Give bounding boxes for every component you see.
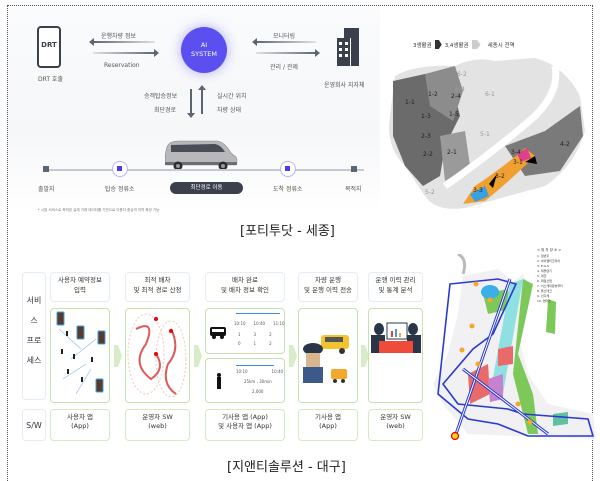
- dropoff-stop-label: 도착 정류소: [273, 186, 303, 193]
- arrow-right-icon: [256, 49, 320, 57]
- driver-vehicle-illustration-icon: [303, 335, 349, 383]
- svg-text:2-4: 2-4: [451, 93, 461, 100]
- svg-text:3-4: 3-4: [511, 149, 521, 156]
- step-1-title: 사용자 예약정보 입력: [50, 272, 110, 302]
- person-icon: [217, 373, 221, 389]
- svg-text:3-2: 3-2: [495, 173, 505, 180]
- svg-text:6-2: 6-2: [457, 71, 467, 78]
- drt-system-diagram: DRT DRT 호출 운행차량 정보 Reservation AI SYSTEM…: [8, 6, 380, 214]
- figure-frame: [7, 5, 593, 481]
- arrow-left-icon: [252, 38, 316, 46]
- vehicle-info-label: 운행차량 정보: [101, 33, 137, 40]
- step-3-software: 기사용 앱 (App) 및 사용자 앱 (App): [205, 409, 285, 441]
- building-icon: [337, 28, 359, 66]
- sejong-zone-map: 1-1 1-2 1-3 1-5 2-4 2-3 2-2 2-1 6-2 6-4 …: [389, 58, 585, 209]
- pickup-stop-label: 탑승 정류소: [105, 186, 135, 193]
- shortest-route-label: 최단경로: [154, 107, 177, 114]
- vehicle-status-label: 차량 상태: [217, 107, 241, 114]
- legend-dark-flag-icon: [434, 40, 442, 49]
- realtime-location-label: 실시간 위치: [217, 93, 247, 100]
- step-5-card: [368, 308, 423, 403]
- step-1-software: 사용자 앱 (App): [50, 409, 110, 441]
- reservation-label: Reservation: [104, 62, 140, 69]
- chevron-right-icon: [361, 345, 369, 367]
- start-node: [43, 166, 49, 172]
- arrow-left-icon: [89, 38, 155, 46]
- bus-icon: [210, 327, 226, 339]
- dropoff-stop-icon: [280, 161, 296, 177]
- svg-text:3-3: 3-3: [473, 187, 483, 194]
- svg-text:2-2: 2-2: [423, 151, 433, 158]
- step-3-vehicle-card: 10:10 10:40 11:10 1 3 2 0 1 2: [205, 308, 285, 354]
- step-4-title: 차량 운행 및 운행 이력 전송: [298, 272, 358, 302]
- ai-system-node: AI SYSTEM: [181, 27, 227, 73]
- svg-text:1-3: 1-3: [421, 113, 431, 120]
- route-optimization-illustration-icon: [127, 313, 187, 398]
- svg-text:6-4: 6-4: [455, 86, 465, 93]
- arrow-down-icon: [187, 89, 195, 118]
- chevron-right-icon: [194, 345, 202, 367]
- shortest-route-pill: 최단경로 이동: [170, 182, 243, 194]
- phone-caption: DRT 호출: [38, 76, 63, 83]
- svg-text:2-3: 2-3: [421, 133, 431, 140]
- route-timeline: [46, 169, 364, 171]
- step-5-title: 운행 이력 관리 및 통계 분석: [368, 272, 423, 302]
- row-label-service-process: 서비스 프로 세스: [22, 272, 46, 400]
- footnote: * 시범 서비스로 축적된 실제 거래 데이터를 기반으로 이용자 중심의 지역…: [38, 208, 160, 212]
- svg-text:4-2: 4-2: [560, 141, 570, 148]
- step-4-card: [298, 308, 358, 403]
- step-2-title: 최적 배차 및 최적 경로 산정: [125, 272, 190, 302]
- operator-caption: 운영회사 지자체: [324, 82, 365, 89]
- map-legend: 3생활권 3,4생활권 세종시 전역: [413, 40, 515, 49]
- svg-text:2-1: 2-1: [447, 149, 457, 156]
- step-4-software: 기사용 앱 (App): [298, 409, 358, 441]
- chevron-right-icon: [289, 345, 297, 367]
- step-5-software: 운영자 SW (web): [368, 409, 423, 441]
- svg-text:1-2: 1-2: [428, 91, 438, 98]
- svg-text:1-5: 1-5: [449, 111, 459, 118]
- svg-text:6-1: 6-1: [485, 91, 495, 98]
- arrow-right-icon: [93, 49, 159, 57]
- figure-caption-sejong: [포티투닷 - 세종]: [240, 224, 335, 239]
- pickup-stop-icon: [112, 161, 128, 177]
- svg-text:1-1: 1-1: [405, 99, 415, 106]
- phone-icon: DRT: [37, 26, 61, 68]
- management-label: 관리 / 관제: [270, 64, 298, 71]
- step-3-title: 배차 완료 및 배차 정보 확인: [205, 272, 285, 302]
- end-node: [351, 166, 357, 172]
- svg-text:3-1: 3-1: [513, 159, 523, 166]
- step-2-card: [125, 308, 190, 403]
- analytics-meeting-illustration-icon: [371, 322, 421, 353]
- origin-label: 출발지: [38, 186, 55, 193]
- boarding-info-label: 승객탑승정보: [144, 93, 178, 100]
- arrow-up-icon: [198, 85, 206, 114]
- step-1-card: [50, 308, 110, 403]
- destination-label: 목적지: [345, 186, 362, 193]
- legend-light-flag-icon: [471, 40, 481, 49]
- svg-text:5-2: 5-2: [425, 189, 435, 196]
- stop-location-list: < 정 차 장 소 > 1. 일번주 2. 아이엠티코리아 3. E.G.S 4…: [537, 248, 563, 303]
- daegu-route-map: [433, 254, 596, 441]
- monitoring-label: 모니터링: [273, 33, 296, 40]
- figure-caption-daegu: [지앤티솔루션 - 대구]: [227, 460, 346, 475]
- van-icon: [164, 140, 238, 171]
- row-label-sw: S/W: [22, 409, 46, 441]
- step-2-software: 운영자 SW (web): [125, 409, 190, 441]
- user-booking-illustration-icon: [56, 311, 106, 395]
- step-3-rider-card: 10:10 10:40 25km , 30min 2,000: [205, 358, 285, 403]
- chevron-right-icon: [114, 345, 122, 367]
- svg-text:5-1: 5-1: [480, 131, 490, 138]
